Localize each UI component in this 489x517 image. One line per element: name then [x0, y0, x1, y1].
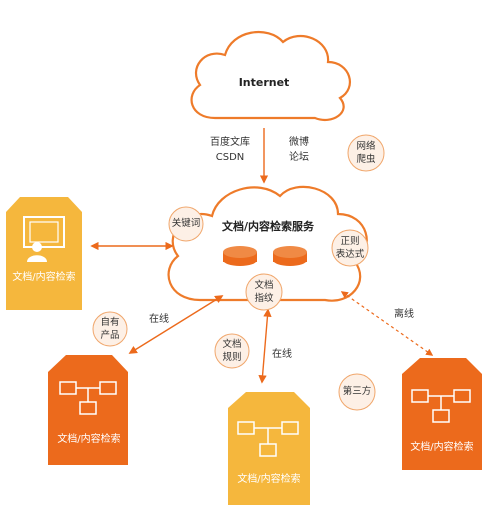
fingerprint-line2: 指纹 [254, 293, 274, 304]
fingerprint-line1: 文档 [254, 280, 274, 291]
edge-online-bottom: 在线 [272, 349, 292, 360]
internet-label: Internet [239, 76, 290, 89]
bubble-crawler [347, 134, 385, 172]
bubble-regex [331, 229, 369, 267]
regex-line1: 正则 [340, 236, 360, 247]
user-monitor-icon [23, 216, 65, 262]
keyword-label: 关键词 [171, 218, 201, 229]
node-right-label: 文档/内容检索 [410, 440, 473, 453]
bubble-doc-rules [214, 333, 250, 369]
source-label-line2: CSDN [215, 152, 245, 163]
crawler-line1: 网络 [356, 141, 376, 152]
node-bottom [228, 392, 310, 505]
weibo-label-line1: 微博 [289, 137, 309, 148]
service-title: 文档/内容检索服务 [222, 219, 315, 233]
node-top-left [6, 197, 82, 310]
network-monitors-icon [59, 381, 117, 415]
bubble-keyword [168, 206, 204, 242]
node-left-product-label: 文档/内容检索 [57, 432, 120, 445]
arrow-bottom-service [258, 308, 272, 384]
node-bottom-label: 文档/内容检索 [237, 472, 300, 485]
edge-online-left: 在线 [149, 314, 169, 325]
source-label-line1: 百度文库 [210, 137, 250, 148]
node-left-product [48, 355, 128, 465]
weibo-label-line2: 论坛 [289, 152, 309, 163]
node-right [402, 358, 482, 470]
internet-cloud [190, 30, 351, 121]
network-monitors-icon [237, 421, 299, 457]
arrow-product-service [128, 295, 224, 354]
edge-offline-right: 离线 [394, 309, 414, 320]
doc-rules-line1: 文档 [222, 339, 242, 350]
bubble-fingerprint [245, 273, 283, 311]
database-icon [223, 246, 257, 266]
crawler-line2: 爬虫 [356, 154, 376, 165]
third-party-label: 第三方 [342, 386, 372, 397]
regex-line2: 表达式 [335, 249, 365, 260]
own-product-line1: 自有 [100, 317, 120, 328]
doc-rules-line2: 规则 [222, 352, 242, 363]
arrow-right-offline [340, 291, 434, 356]
bubble-own-product [92, 311, 128, 347]
database-icon [273, 246, 307, 266]
node-top-left-label: 文档/内容检索 [12, 270, 75, 283]
bubble-third-party [338, 373, 376, 411]
own-product-line2: 产品 [100, 330, 120, 341]
network-monitors-icon [411, 389, 471, 423]
